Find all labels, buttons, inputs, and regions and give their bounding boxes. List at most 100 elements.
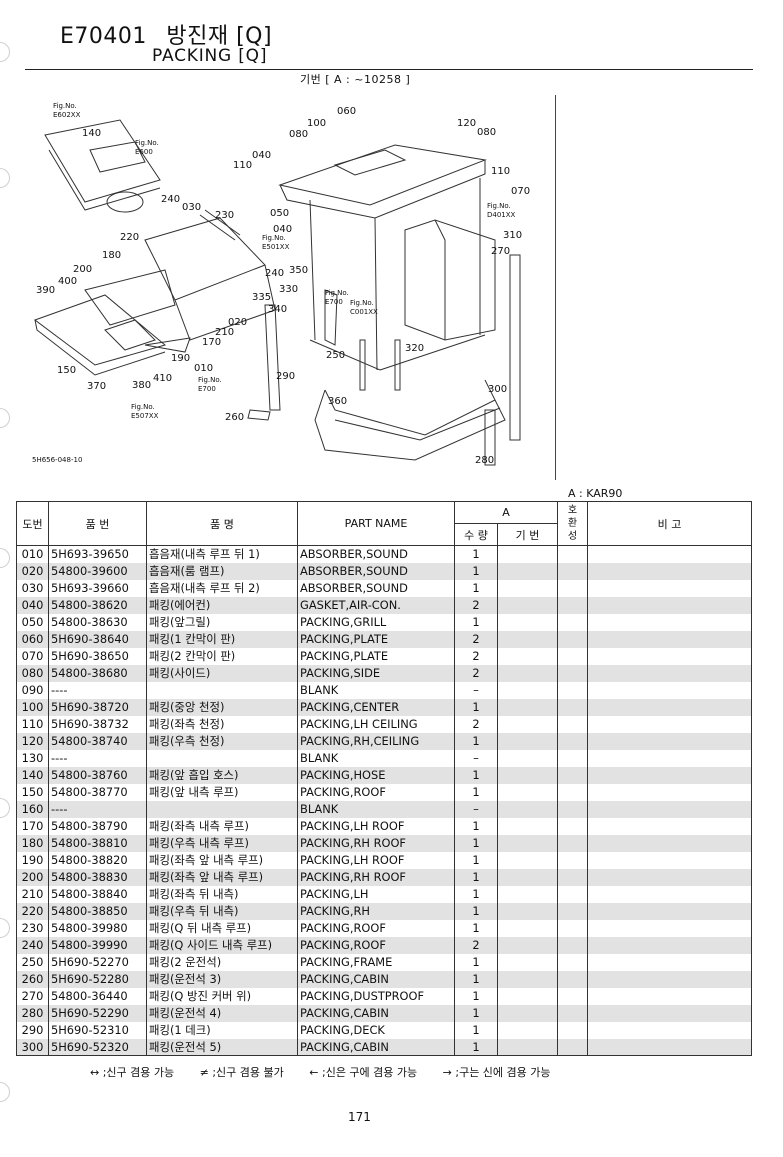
- cell-part-name: ABSORBER,SOUND: [297, 545, 455, 563]
- cell-qty: 1: [454, 562, 498, 580]
- svg-text:Fig.No.: Fig.No.: [350, 299, 374, 307]
- cell-name-kr: 패킹(사이드): [146, 664, 298, 682]
- cell-remarks: [587, 647, 752, 665]
- cell-qty: 2: [454, 647, 498, 665]
- interchange-legend: ↔ ;신구 겸용 가능 ≠ ;신구 겸용 불가 ← ;신은 구에 겸용 가능 →…: [90, 1064, 573, 1080]
- cell-part-no: 54800-38850: [48, 902, 147, 920]
- cell-serial: [497, 902, 558, 920]
- cell-interchange: [557, 732, 588, 750]
- svg-text:410: 410: [153, 373, 172, 384]
- cell-ref: 120: [16, 732, 49, 750]
- cell-part-no: 5H690-38732: [48, 715, 147, 733]
- cell-qty: 2: [454, 936, 498, 954]
- cell-qty: 1: [454, 613, 498, 631]
- cell-name-kr: 패킹(좌측 앞 내측 루프): [146, 868, 298, 886]
- cell-name-kr: 흡음재(룸 램프): [146, 562, 298, 580]
- cell-name-kr: 패킹(1 칸막이 판): [146, 630, 298, 648]
- cell-name-kr: 흡음재(내측 루프 뒤 2): [146, 579, 298, 597]
- cell-qty: 1: [454, 783, 498, 801]
- cell-ref: 110: [16, 715, 49, 733]
- legend-item: ≠ ;신구 겸용 불가: [199, 1066, 284, 1079]
- svg-text:210: 210: [215, 327, 234, 338]
- cell-part-no: 54800-39600: [48, 562, 147, 580]
- cell-part-no: 54800-38830: [48, 868, 147, 886]
- cell-name-kr: 패킹(좌측 천정): [146, 715, 298, 733]
- svg-text:270: 270: [491, 246, 510, 257]
- cell-name-kr: 패킹(좌측 뒤 내측): [146, 885, 298, 903]
- cell-part-name: PACKING,LH CEILING: [297, 715, 455, 733]
- cell-name-kr: 패킹(Q 뒤 내측 루프): [146, 919, 298, 937]
- cell-interchange: [557, 1004, 588, 1022]
- cell-name-kr: 패킹(좌측 앞 내측 루프): [146, 851, 298, 869]
- cell-name-kr: 흡음재(내측 루프 뒤 1): [146, 545, 298, 563]
- cell-part-name: PACKING,RH: [297, 902, 455, 920]
- legend-item: → ;구는 신에 겸용 가능: [442, 1066, 551, 1079]
- cell-name-kr: 패킹(우측 내측 루프): [146, 834, 298, 852]
- cell-interchange: [557, 970, 588, 988]
- svg-text:110: 110: [233, 160, 252, 171]
- svg-text:120: 120: [457, 118, 476, 129]
- cell-name-kr: 패킹(앞 내측 루프): [146, 783, 298, 801]
- cell-part-no: ----: [48, 749, 147, 767]
- cell-remarks: [587, 630, 752, 648]
- cell-interchange: [557, 817, 588, 835]
- svg-text:040: 040: [252, 150, 271, 161]
- cell-ref: 030: [16, 579, 49, 597]
- cell-part-no: 54800-39980: [48, 919, 147, 937]
- svg-text:Fig.No.: Fig.No.: [325, 289, 349, 297]
- cell-serial: [497, 987, 558, 1005]
- svg-text:240: 240: [265, 268, 284, 279]
- cell-serial: [497, 868, 558, 886]
- svg-text:370: 370: [87, 381, 106, 392]
- cell-ref: 160: [16, 800, 49, 818]
- svg-text:040: 040: [273, 224, 292, 235]
- cell-part-name: BLANK: [297, 749, 455, 767]
- cell-serial: [497, 936, 558, 954]
- svg-text:C001XX: C001XX: [350, 308, 378, 316]
- cell-remarks: [587, 987, 752, 1005]
- cell-interchange: [557, 749, 588, 767]
- cell-name-kr: 패킹(운전석 4): [146, 1004, 298, 1022]
- cell-qty: –: [454, 800, 498, 818]
- svg-text:180: 180: [102, 250, 121, 261]
- svg-text:260: 260: [225, 412, 244, 423]
- cell-serial: [497, 681, 558, 699]
- cell-name-kr: 패킹(중앙 천정): [146, 698, 298, 716]
- cell-name-kr: 패킹(앞 흡입 호스): [146, 766, 298, 784]
- cell-remarks: [587, 817, 752, 835]
- cell-part-no: 5H690-52270: [48, 953, 147, 971]
- svg-text:200: 200: [73, 264, 92, 275]
- col-header-serial: 기 번: [497, 523, 558, 546]
- cell-qty: 2: [454, 630, 498, 648]
- svg-text:330: 330: [279, 284, 298, 295]
- svg-text:380: 380: [132, 380, 151, 391]
- cell-part-name: BLANK: [297, 800, 455, 818]
- cell-serial: [497, 1038, 558, 1057]
- legend-item: ↔ ;신구 겸용 가능: [90, 1066, 175, 1079]
- cell-name-kr: 패킹(1 데크): [146, 1021, 298, 1039]
- svg-text:230: 230: [215, 210, 234, 221]
- cell-serial: [497, 630, 558, 648]
- cell-part-no: 54800-36440: [48, 987, 147, 1005]
- cell-part-no: 54800-39990: [48, 936, 147, 954]
- cell-qty: 1: [454, 953, 498, 971]
- cell-qty: 1: [454, 817, 498, 835]
- cell-serial: [497, 970, 558, 988]
- cell-part-name: PACKING,CABIN: [297, 1038, 455, 1057]
- cell-serial: [497, 749, 558, 767]
- cell-interchange: [557, 647, 588, 665]
- model-label: A : KAR90: [568, 487, 623, 500]
- svg-text:100: 100: [307, 118, 326, 129]
- svg-text:240: 240: [161, 194, 180, 205]
- cell-part-name: PACKING,DUSTPROOF: [297, 987, 455, 1005]
- cell-interchange: [557, 936, 588, 954]
- cell-name-kr: 패킹(2 운전석): [146, 953, 298, 971]
- svg-text:060: 060: [337, 106, 356, 117]
